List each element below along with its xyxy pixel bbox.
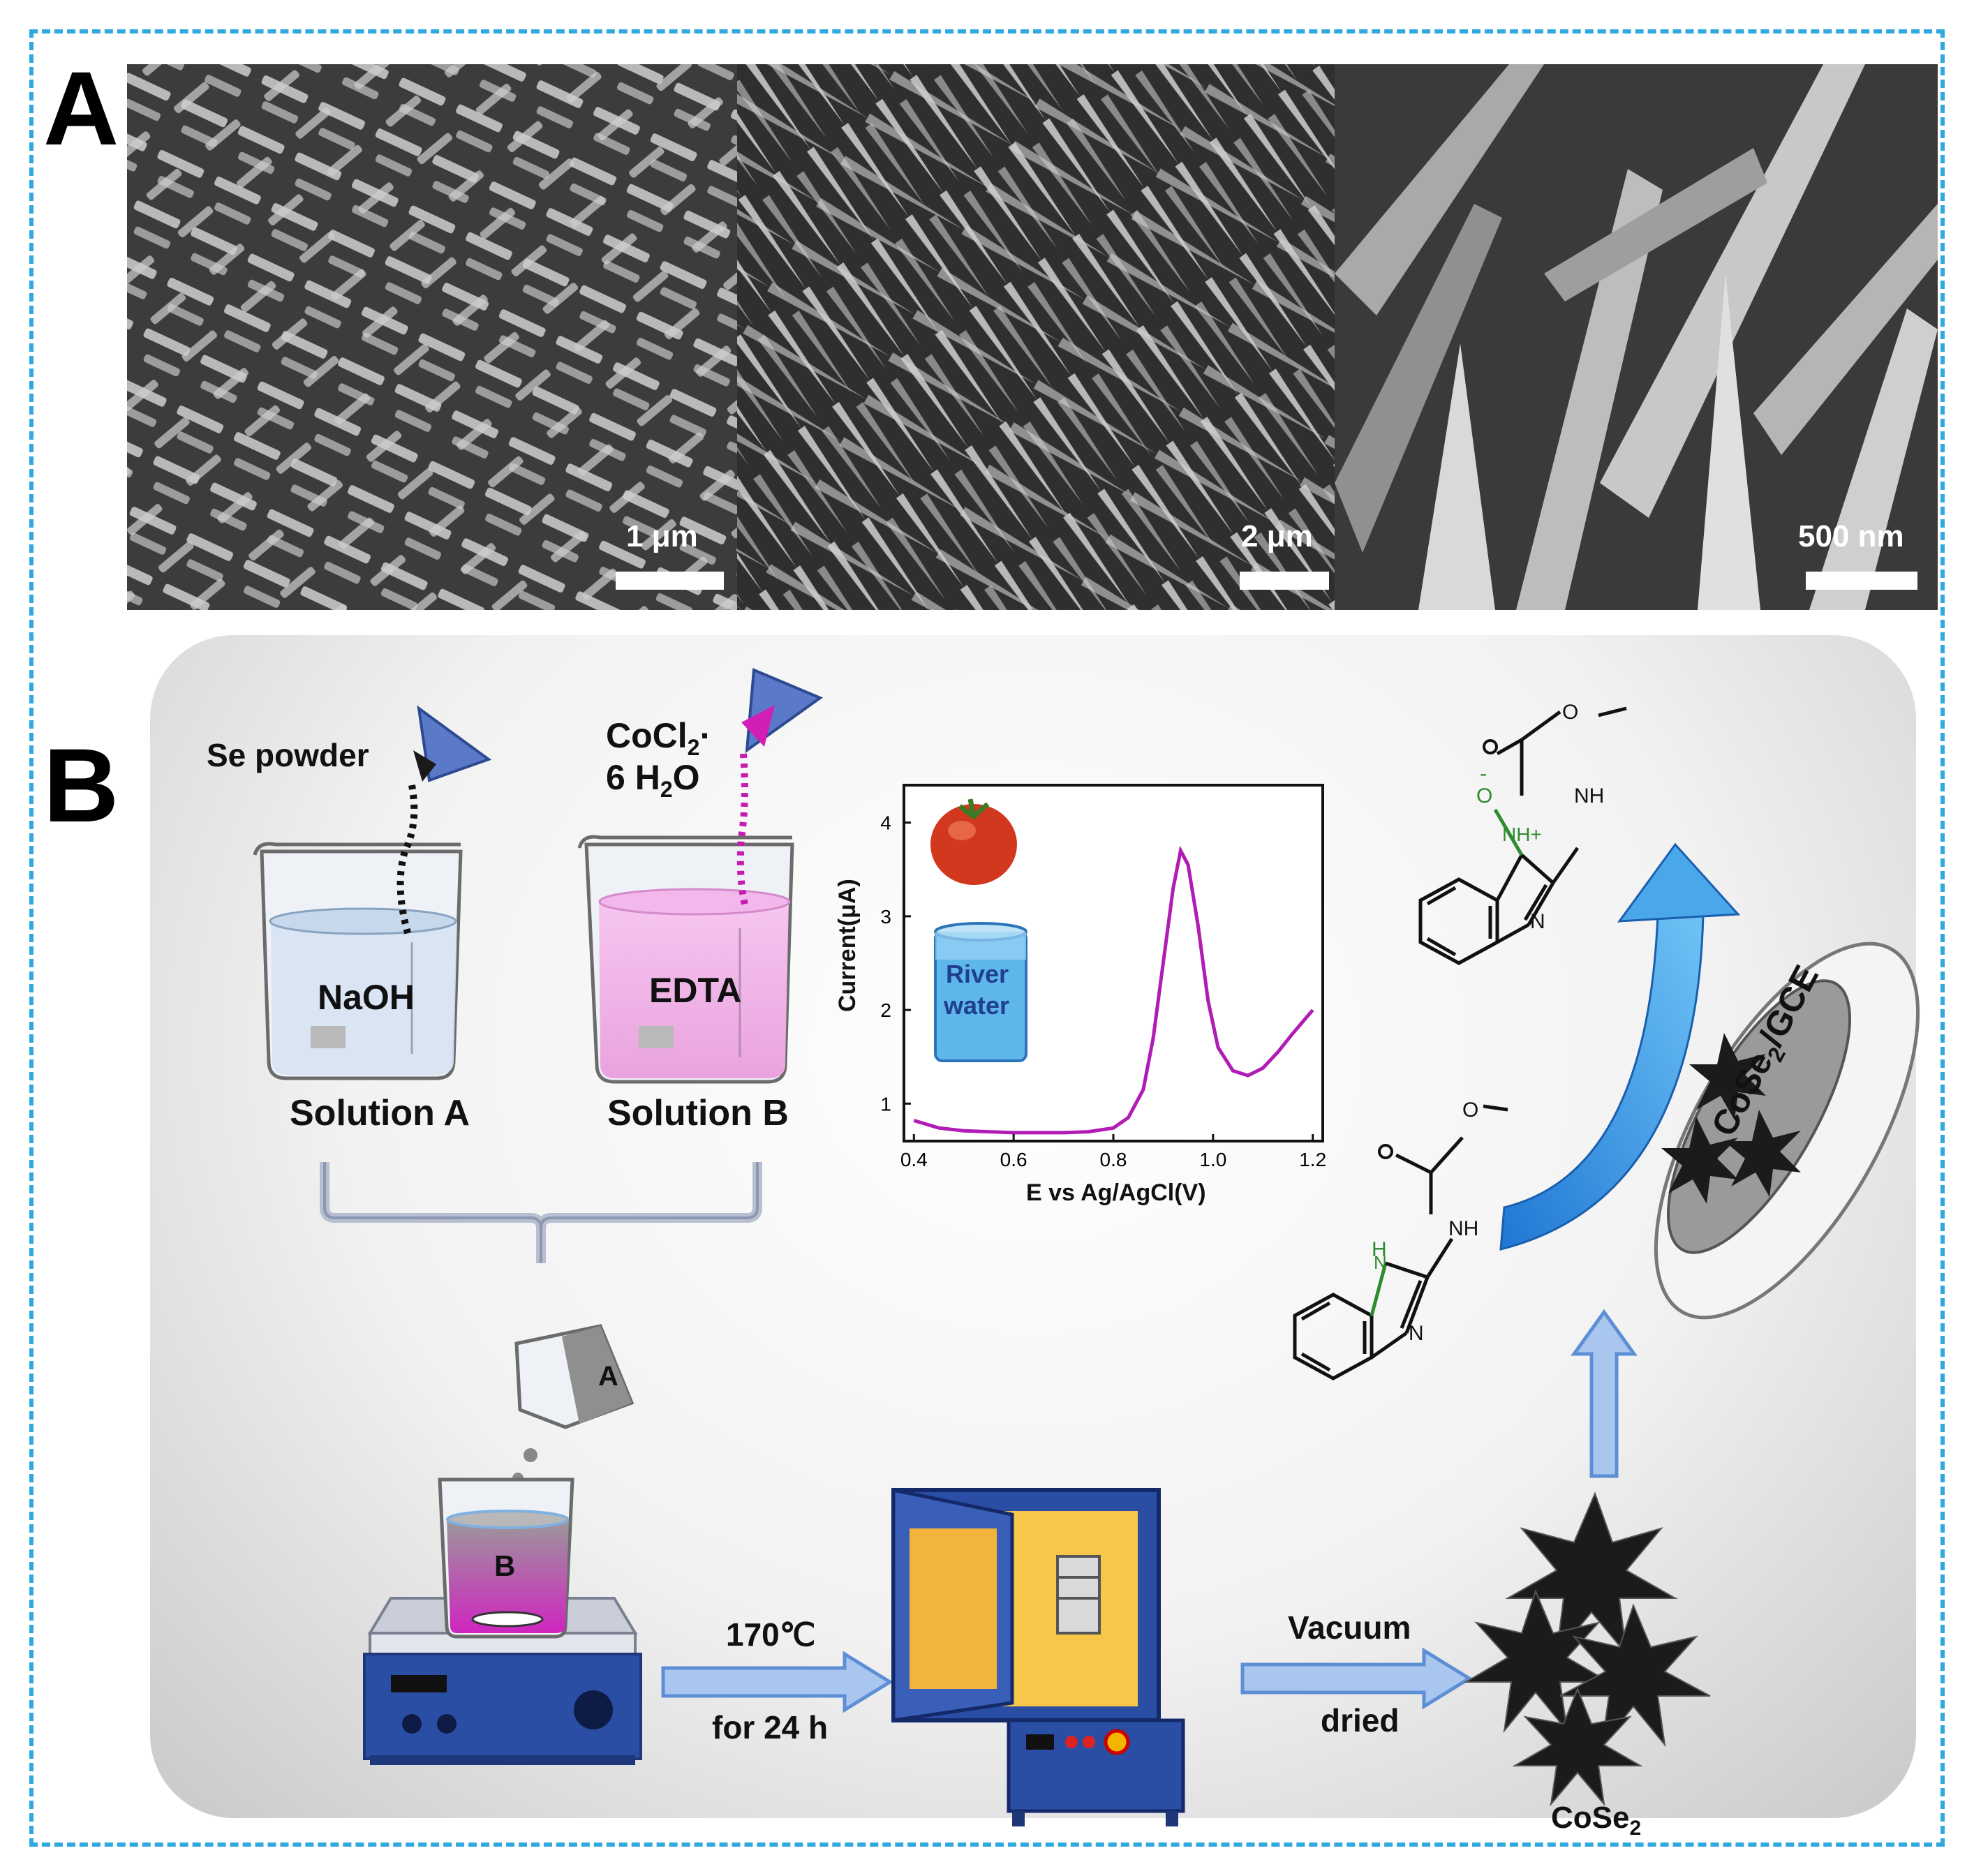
oven [891, 1487, 1185, 1826]
svg-text:O: O [1562, 701, 1578, 724]
cup-a [512, 1324, 634, 1484]
molecule-bottom-atoms: H N N NH O [1372, 1099, 1478, 1345]
cocl2-pour [736, 668, 824, 909]
scale-label-1: 1 μm [626, 519, 698, 553]
cose2-product-label: CoSe2 [1551, 1801, 1641, 1840]
hydrate-label: 6 H2O [606, 757, 700, 803]
arrow-heating [661, 1651, 893, 1713]
chart-ytick-label-2: 3 [880, 906, 891, 928]
cocl2-label: CoCl2· [606, 715, 711, 761]
tomato-icon [930, 798, 1017, 885]
chart-xtick-label-0: 0.4 [900, 1149, 928, 1170]
hydrate-end: O [672, 758, 700, 797]
river-label-2: water [944, 991, 1010, 1020]
river-label-1: River [946, 960, 1009, 988]
scale-bar-2 [1240, 572, 1329, 590]
chart-xtick-label-2: 0.8 [1100, 1149, 1127, 1170]
dpv-chart: 0.4 0.6 0.8 1.0 1.2 1 2 3 4 [880, 784, 1326, 1170]
river-water-jar [934, 922, 1027, 1062]
scale-label-2: 2 μm [1241, 519, 1313, 553]
svg-text:H: H [1372, 1238, 1387, 1261]
se-powder-label: Se powder [207, 737, 369, 773]
arrow-drying [1240, 1647, 1473, 1710]
sem-image-2: 2 μm [737, 64, 1335, 610]
svg-text:O: O [1462, 1099, 1478, 1122]
molecule-bottom [1293, 1104, 1508, 1380]
arrow-up-modification [1571, 1309, 1638, 1478]
scale-label-3: 500 nm [1798, 519, 1904, 553]
mixing-bracket [320, 1162, 762, 1263]
chart-xlabel: E vs Ag/AgCl(V) [1026, 1179, 1206, 1206]
cose2-cluster [1463, 1491, 1711, 1807]
cose2-sub: 2 [1629, 1816, 1642, 1840]
cocl2-sub: 2 [687, 735, 700, 760]
solution-b-label: Solution B [607, 1093, 789, 1133]
svg-text:N: N [1374, 1252, 1387, 1273]
panel-a-label: A [43, 50, 119, 167]
sem-image-3: 500 nm [1335, 64, 1938, 610]
hydrate-sub: 2 [660, 777, 673, 802]
cocl2-text: CoCl [606, 716, 688, 755]
stirrer-beaker-b-label: B [494, 1549, 516, 1582]
beaker-a [253, 842, 463, 1080]
cose2-gce-electrode [1654, 941, 1920, 1320]
molecule-top-atoms: O - NH+ N NH O [1476, 701, 1604, 933]
sem-texture-3 [1335, 64, 1938, 610]
cup-a-label: A [598, 1361, 618, 1392]
sem-image-1: 1 μm [127, 64, 737, 610]
svg-text:NH: NH [1448, 1217, 1478, 1240]
beaker-b [577, 835, 794, 1084]
sem-texture-1 [127, 64, 737, 610]
scale-bar-1 [616, 572, 724, 590]
duration-label: for 24 h [712, 1709, 829, 1745]
sem-texture-2 [737, 64, 1335, 610]
solution-a-label: Solution A [290, 1093, 470, 1133]
chart-ylabel: Current(μA) [834, 879, 861, 1012]
se-powder-pour [396, 705, 492, 937]
svg-text:NH+: NH+ [1502, 824, 1542, 845]
hotplate-stirrer [363, 1477, 642, 1765]
dried-label: dried [1321, 1702, 1400, 1739]
temperature-label: 170℃ [726, 1616, 816, 1653]
svg-text:-: - [1480, 762, 1487, 785]
molecule-top [1418, 706, 1627, 965]
figure-frame [29, 29, 1945, 1847]
scale-bar-3 [1806, 572, 1917, 590]
svg-text:O: O [1476, 784, 1492, 807]
chart-ytick-label-1: 2 [880, 999, 891, 1021]
naoh-label: NaOH [318, 978, 415, 1017]
vacuum-label: Vacuum [1288, 1609, 1411, 1646]
chart-xtick-label-3: 1.0 [1199, 1149, 1226, 1170]
edta-label: EDTA [649, 971, 742, 1010]
chart-xtick-label-4: 1.2 [1299, 1149, 1326, 1170]
svg-text:N: N [1409, 1322, 1424, 1345]
svg-text:NH: NH [1574, 784, 1604, 807]
panel-b-label: B [43, 727, 119, 844]
chart-xtick-label-1: 0.6 [1000, 1149, 1027, 1170]
chart-ytick-label-3: 4 [880, 812, 891, 834]
hydrate-text: 6 H [606, 758, 660, 797]
cocl2-dot: · [699, 716, 712, 755]
cose2-text: CoSe [1551, 1801, 1630, 1835]
chart-series-line-0 [913, 845, 1314, 1135]
chart-ytick-label-0: 1 [880, 1093, 891, 1115]
svg-text:N: N [1530, 910, 1545, 933]
curved-blue-arrow [1499, 842, 1741, 1251]
